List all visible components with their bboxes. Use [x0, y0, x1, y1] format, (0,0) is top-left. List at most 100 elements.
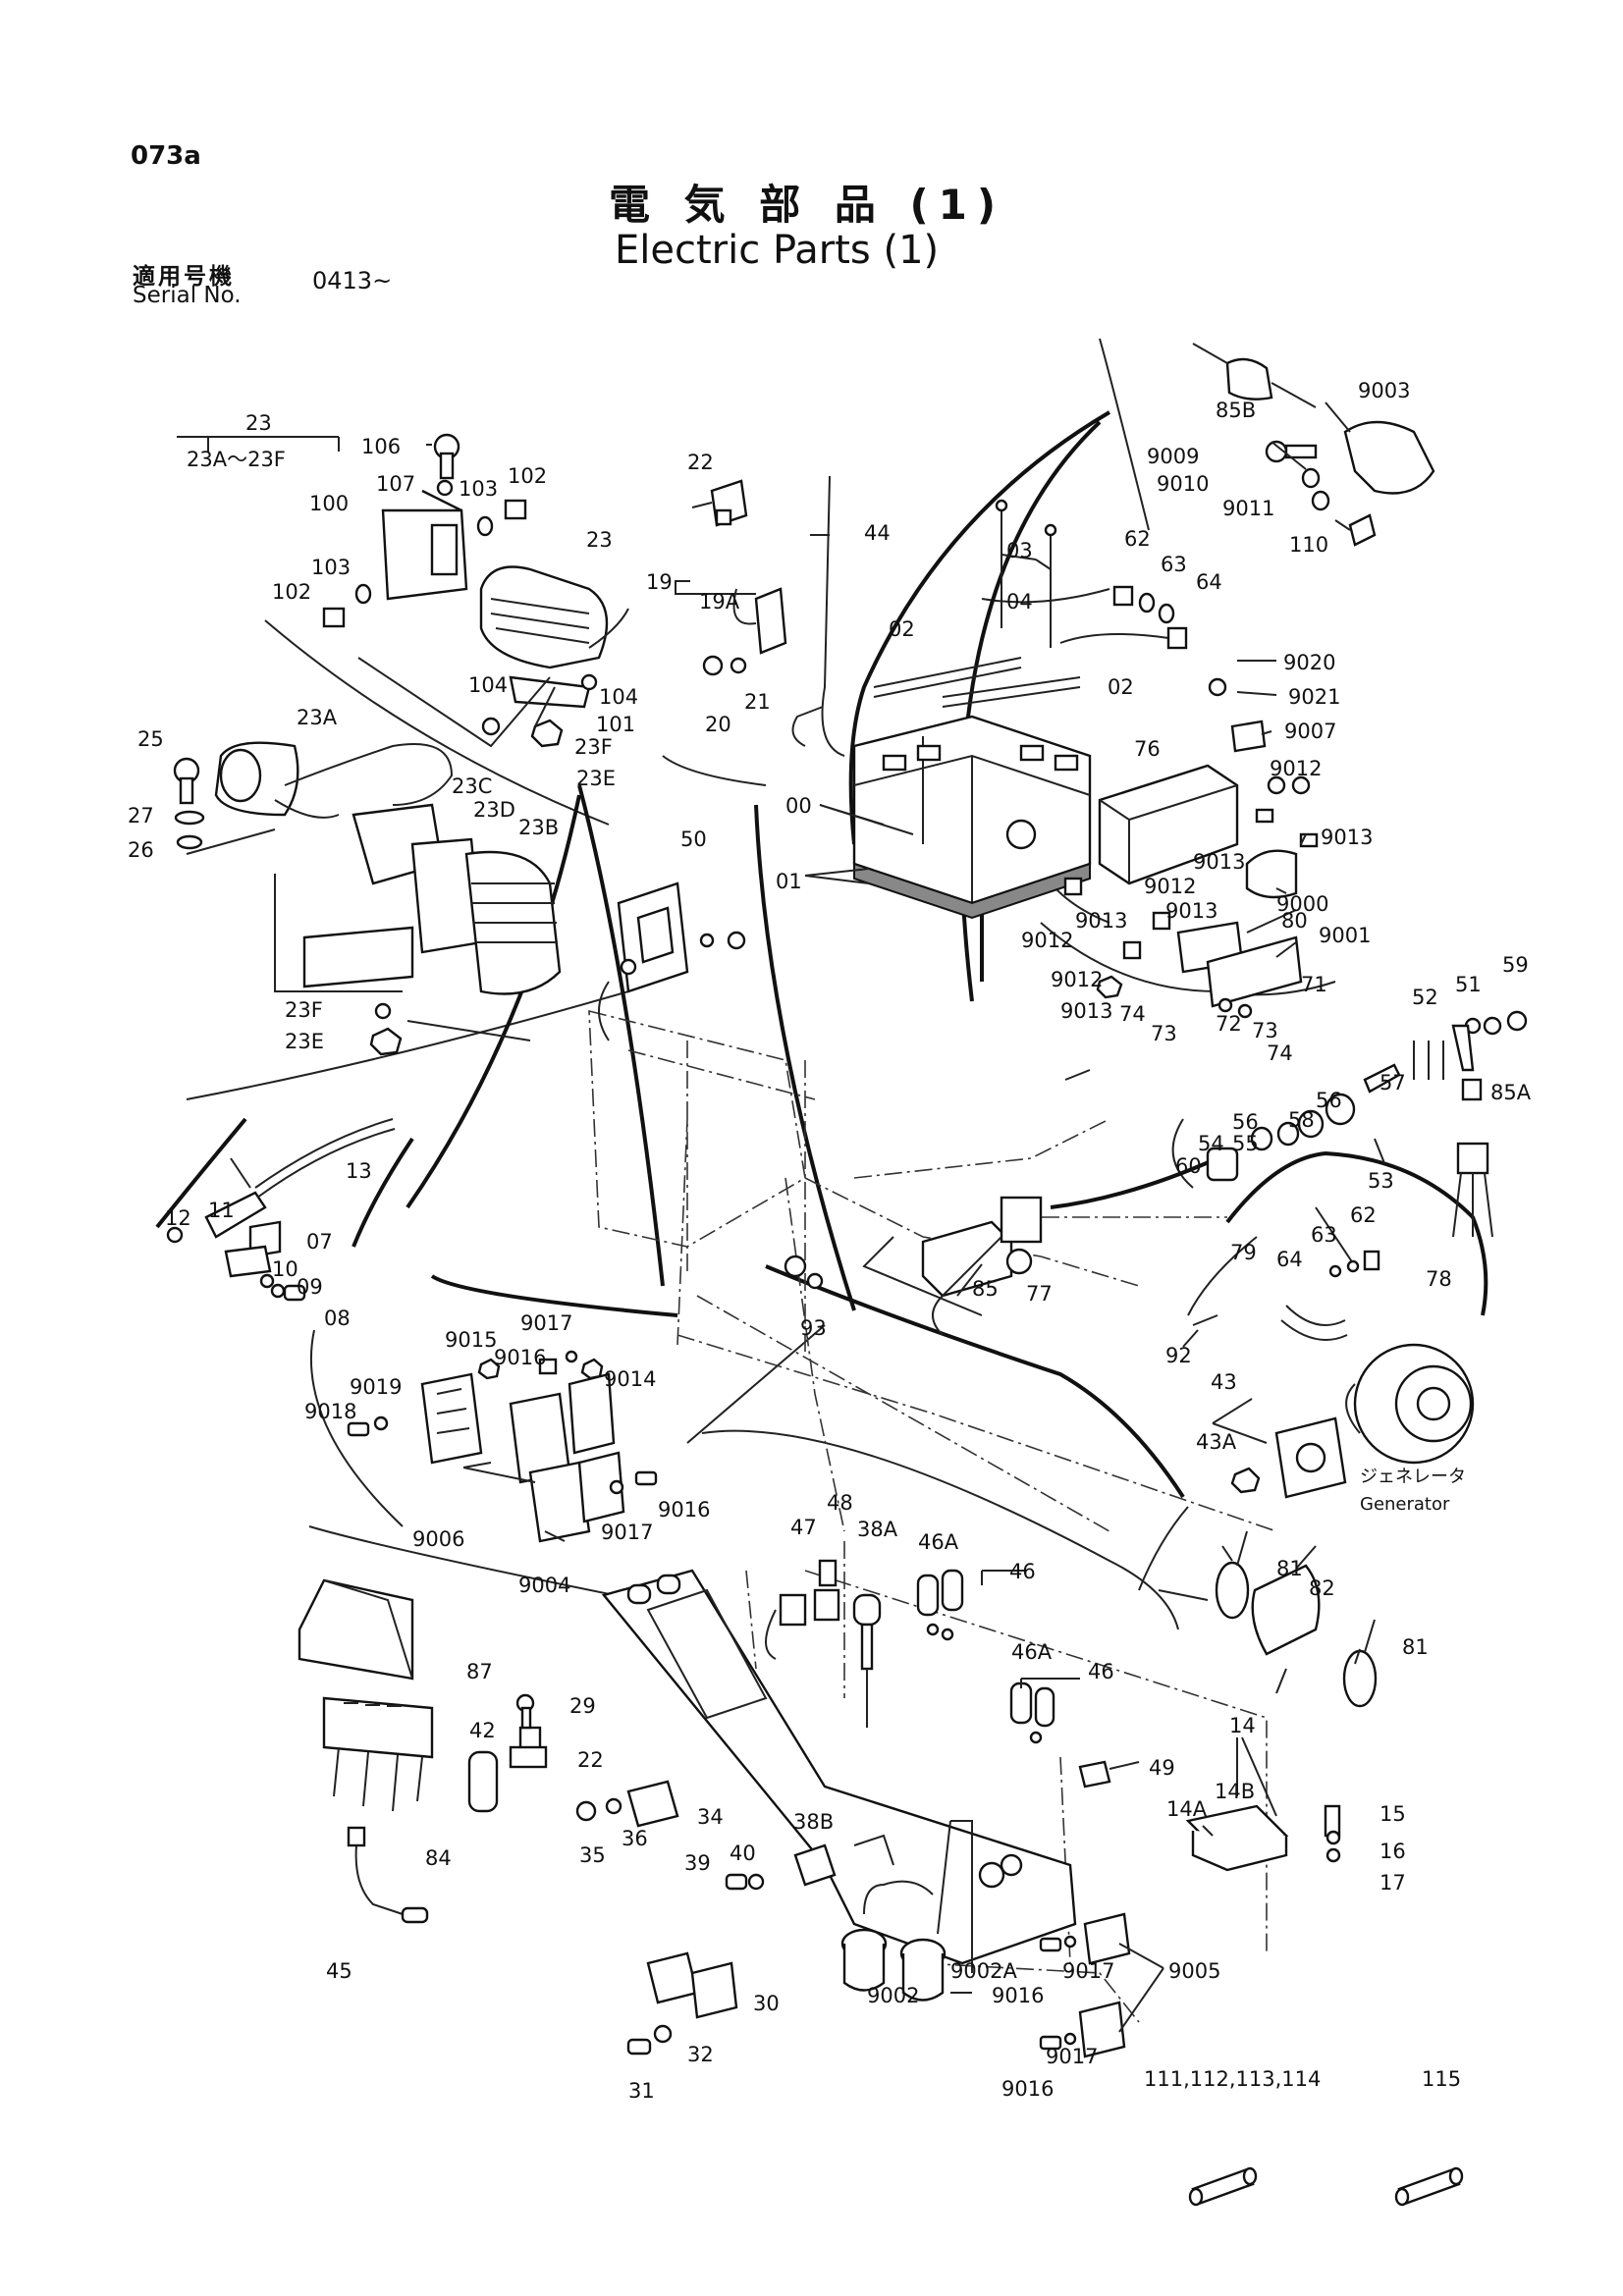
callout-21: 21: [744, 690, 771, 714]
callout-55: 55: [1232, 1132, 1259, 1155]
callout-20: 20: [705, 713, 731, 736]
callout-9012: 9012: [1144, 875, 1196, 898]
callout-9000: 9000: [1276, 892, 1328, 916]
callout-107: 107: [376, 472, 415, 496]
callout-76: 76: [1134, 737, 1161, 761]
buzzer-group: [575, 1780, 837, 1891]
callout-16: 16: [1380, 1840, 1406, 1863]
callout-54: 54: [1198, 1132, 1224, 1155]
callout-34: 34: [697, 1805, 724, 1829]
callout-85a: 85A: [1490, 1081, 1532, 1104]
callout-9013: 9013: [1193, 850, 1245, 874]
callout-9006: 9006: [412, 1527, 464, 1551]
callout-72: 72: [1216, 1012, 1242, 1036]
callout-9002: 9002: [867, 1984, 919, 2007]
callout-106: 106: [361, 435, 401, 458]
callout-56: 56: [1232, 1110, 1259, 1134]
callout-115: 115: [1422, 2067, 1461, 2091]
callout-56: 56: [1316, 1089, 1342, 1112]
callout-60: 60: [1175, 1154, 1202, 1178]
instrument-panel: [601, 1569, 1077, 1965]
callout-9019: 9019: [350, 1375, 402, 1399]
callout-10: 10: [272, 1257, 298, 1281]
callout-23a-23f: 23A～23F: [187, 448, 286, 471]
callout-80: 80: [1281, 909, 1308, 933]
callout-9021: 9021: [1288, 685, 1340, 709]
callout-03: 03: [1006, 539, 1033, 562]
callout-9016: 9016: [494, 1346, 546, 1369]
callout-13: 13: [346, 1159, 372, 1183]
callout-9016: 9016: [992, 1984, 1044, 2007]
callout-43: 43: [1211, 1370, 1237, 1394]
callout-40: 40: [730, 1842, 756, 1865]
callout-9016: 9016: [1001, 2077, 1054, 2101]
callout-9009: 9009: [1147, 445, 1199, 468]
terminal-parts: [1206, 1010, 1528, 1238]
callout-23-group: 23: [245, 411, 272, 435]
callout-57: 57: [1380, 1071, 1406, 1095]
callout-81: 81: [1402, 1635, 1429, 1659]
callout-23a: 23A: [297, 706, 338, 729]
callout-9014: 9014: [604, 1367, 656, 1391]
callout-22: 22: [577, 1748, 604, 1772]
callout-14b: 14B: [1215, 1780, 1255, 1803]
callout-9017: 9017: [1062, 1959, 1114, 1983]
callout-11: 11: [208, 1199, 235, 1222]
callout-9012: 9012: [1051, 968, 1103, 991]
callout-74: 74: [1119, 1002, 1146, 1026]
serial-label-english: Serial No.: [133, 283, 242, 308]
callout-9018: 9018: [304, 1400, 356, 1423]
callout-38a: 38A: [857, 1518, 898, 1541]
callout-93: 93: [800, 1316, 827, 1340]
callout-101: 101: [596, 713, 635, 736]
callout-9005: 9005: [1168, 1959, 1220, 1983]
callout-53: 53: [1368, 1169, 1394, 1193]
battery-relay-9003: [1192, 343, 1435, 547]
cab-lamp-antenna: [702, 475, 845, 757]
callout-02: 02: [889, 617, 915, 641]
battery-assembly: [852, 499, 1188, 920]
callout-46: 46: [1088, 1660, 1114, 1683]
callout-102: 102: [508, 464, 547, 488]
callout-9020: 9020: [1283, 651, 1335, 674]
callout-30: 30: [753, 1992, 780, 2015]
callout-110: 110: [1289, 533, 1328, 557]
callout-9004: 9004: [518, 1574, 570, 1597]
callout-79: 79: [1230, 1241, 1257, 1264]
callout-111-114: 111,112,113,114: [1144, 2067, 1321, 2091]
callout-26: 26: [128, 838, 154, 862]
callout-00: 00: [785, 794, 812, 818]
callout-14: 14: [1229, 1714, 1256, 1737]
callout-92: 92: [1165, 1344, 1192, 1367]
callout-48: 48: [827, 1491, 853, 1515]
title-japanese: 電 気 部 品 (1): [609, 181, 1006, 229]
callout-22: 22: [687, 451, 714, 474]
callout-73: 73: [1252, 1019, 1278, 1042]
callout-64: 64: [1196, 570, 1222, 594]
callout-47: 47: [790, 1516, 817, 1539]
callout-9011: 9011: [1222, 497, 1274, 520]
callout-9017: 9017: [520, 1311, 572, 1335]
leader-lines: [177, 401, 1361, 2033]
page-code: 073a: [131, 141, 201, 171]
callout-9013: 9013: [1075, 909, 1127, 933]
generator-label-english: Generator: [1360, 1494, 1450, 1515]
callout-02: 02: [1108, 675, 1134, 699]
callout-103: 103: [459, 477, 498, 501]
callout-labels: 23 23A～23F 106 107 103 102 100 103 102 2…: [128, 379, 1532, 2103]
relay-box-76: [1063, 677, 1319, 1019]
callout-9012: 9012: [1021, 929, 1073, 952]
callout-59: 59: [1502, 953, 1529, 977]
callout-46: 46: [1009, 1560, 1036, 1583]
callout-09: 09: [297, 1275, 323, 1299]
callout-15: 15: [1380, 1802, 1406, 1826]
callout-9003: 9003: [1358, 379, 1410, 402]
relay-group-9005: [1039, 1912, 1131, 2058]
callout-45: 45: [326, 1959, 352, 1983]
title-english: Electric Parts (1): [615, 228, 940, 273]
callout-9002a: 9002A: [950, 1959, 1017, 1983]
callout-85: 85: [972, 1277, 999, 1301]
relay-30: [626, 1951, 738, 2056]
callout-32: 32: [687, 2043, 714, 2066]
